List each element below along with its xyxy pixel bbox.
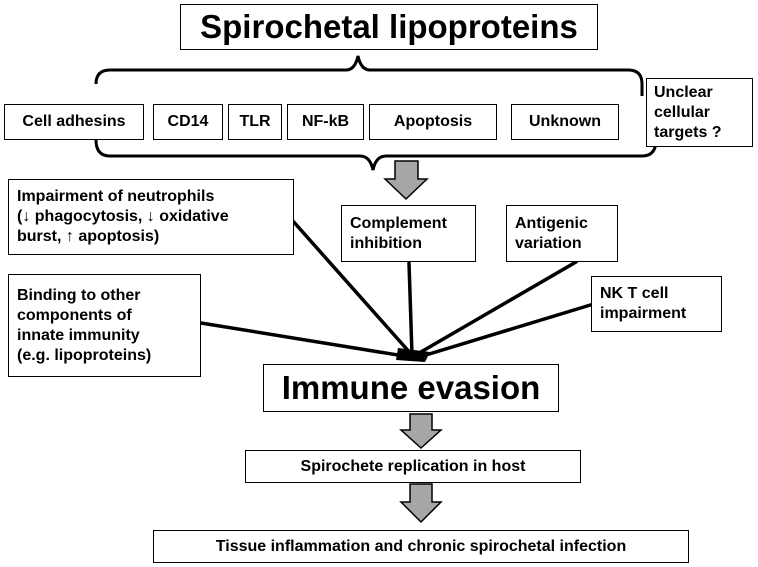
target-cell-adhesins: Cell adhesins	[4, 104, 144, 140]
target-label: CD14	[167, 113, 209, 130]
line-binding	[199, 321, 412, 359]
title-text: Spirochetal lipoproteins	[200, 8, 578, 45]
mechanism-complement: Complement inhibition	[341, 205, 476, 262]
immune-evasion-box: Immune evasion	[263, 364, 559, 412]
mechanism-binding: Binding to other components of innate im…	[8, 274, 201, 377]
arrow-to-replication	[399, 413, 443, 450]
line-complement	[407, 261, 414, 357]
target-label: TLR	[239, 113, 271, 130]
target-cd14: CD14	[153, 104, 223, 140]
target-label: NF-kB	[301, 113, 350, 130]
target-label: Cell adhesins	[22, 113, 126, 130]
mechanism-text: Binding to other components of innate im…	[17, 286, 152, 364]
mechanism-neutrophils: Impairment of neutrophils (↓ phagocytosi…	[8, 179, 294, 255]
arrow-to-outcome	[399, 483, 443, 524]
line-neutrophils	[290, 218, 414, 357]
unclear-targets-text: Unclear cellular targets ?	[654, 83, 722, 141]
mechanism-nkt: NK T cell impairment	[591, 276, 722, 332]
unclear-targets-box: Unclear cellular targets ?	[646, 78, 753, 147]
mechanism-text: Impairment of neutrophils (↓ phagocytosi…	[17, 188, 229, 245]
target-label: Apoptosis	[393, 113, 473, 130]
title-box: Spirochetal lipoproteins	[180, 4, 598, 50]
target-apoptosis: Apoptosis	[369, 104, 497, 140]
convergence-tip	[396, 348, 430, 362]
target-unknown: Unknown	[511, 104, 619, 140]
line-antigenic	[412, 260, 578, 358]
target-label: Unknown	[529, 113, 601, 130]
line-nkt	[414, 301, 599, 360]
bottom-brace	[94, 139, 658, 171]
arrow-to-mechanisms	[383, 160, 429, 201]
mechanism-text: Complement inhibition	[350, 214, 447, 252]
replication-box: Spirochete replication in host	[245, 450, 581, 483]
top-brace	[94, 55, 644, 96]
immune-evasion-text: Immune evasion	[281, 369, 541, 406]
mechanism-text: Antigenic variation	[515, 214, 588, 252]
outcome-text: Tissue inflammation and chronic spiroche…	[215, 537, 627, 555]
outcome-box: Tissue inflammation and chronic spiroche…	[153, 530, 689, 563]
mechanism-antigenic: Antigenic variation	[506, 205, 618, 262]
replication-text: Spirochete replication in host	[300, 457, 526, 475]
mechanism-text: NK T cell impairment	[600, 285, 687, 322]
target-nf-kb: NF-kB	[287, 104, 364, 140]
target-tlr: TLR	[228, 104, 282, 140]
